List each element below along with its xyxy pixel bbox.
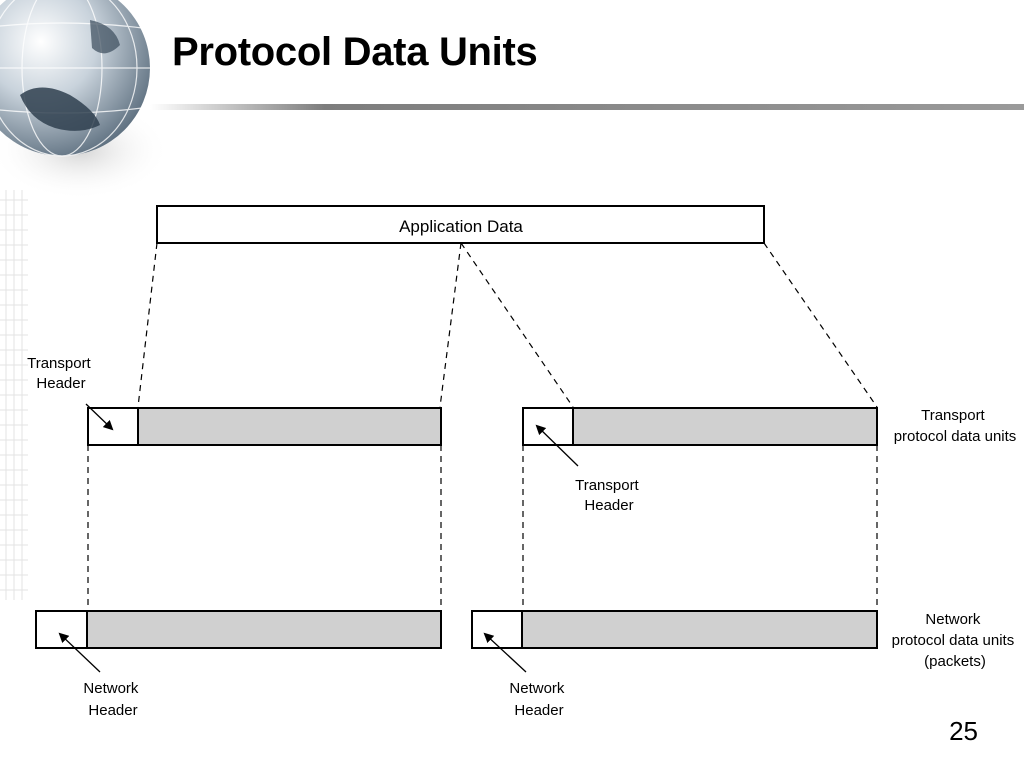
network-pdu-right (471, 610, 878, 649)
network-header-box-left (35, 610, 88, 649)
network-header-left-line2: Header (88, 702, 137, 719)
network-header-label-right: Network Header (509, 680, 568, 719)
arrow-transport-header-right (535, 424, 579, 467)
arrow-network-header-right (483, 632, 527, 673)
transport-payload-left (137, 407, 442, 446)
application-data-label: Application Data (399, 217, 523, 236)
transport-pdu-right (522, 407, 878, 446)
transport-header-left-line2: Header (36, 375, 85, 392)
callout-arrows (58, 403, 579, 673)
grid-pattern (0, 190, 28, 600)
transport-pdu-label: Transport protocol data units (894, 407, 1017, 445)
transport-header-label-left: Transport Header (27, 355, 95, 392)
title-rule (150, 104, 1024, 110)
page-number: 25 (949, 716, 978, 746)
globe-icon (0, 0, 150, 157)
network-payload-right (521, 610, 878, 649)
transport-header-label-right: Transport Header (575, 477, 643, 514)
transport-header-left-line1: Transport (27, 355, 91, 372)
network-pdu-line1: Network (925, 611, 981, 628)
network-pdu-left (35, 610, 442, 649)
transport-header-right-line1: Transport (575, 477, 639, 494)
network-pdu-label: Network protocol data units (packets) (892, 611, 1019, 670)
transport-pdu-line1: Transport (921, 407, 985, 424)
transport-pdu-left (87, 407, 442, 446)
transport-header-right-line2: Header (584, 497, 633, 514)
projection-lines-top (137, 242, 878, 408)
network-header-right-line1: Network (509, 680, 565, 697)
network-header-left-line1: Network (83, 680, 139, 697)
projection-lines-bottom (87, 445, 878, 610)
slide-title: Protocol Data Units (172, 30, 538, 74)
network-header-box-right (471, 610, 523, 649)
transport-payload-right (572, 407, 878, 446)
network-payload-left (86, 610, 442, 649)
arrow-network-header-left (58, 632, 101, 673)
network-pdu-line3: (packets) (924, 653, 986, 670)
transport-header-box-right (522, 407, 574, 446)
network-header-right-line2: Header (514, 702, 563, 719)
network-header-label-left: Network Header (83, 680, 142, 719)
arrow-transport-header-left (85, 403, 114, 431)
transport-pdu-line2: protocol data units (894, 428, 1017, 445)
network-pdu-line2: protocol data units (892, 632, 1015, 649)
